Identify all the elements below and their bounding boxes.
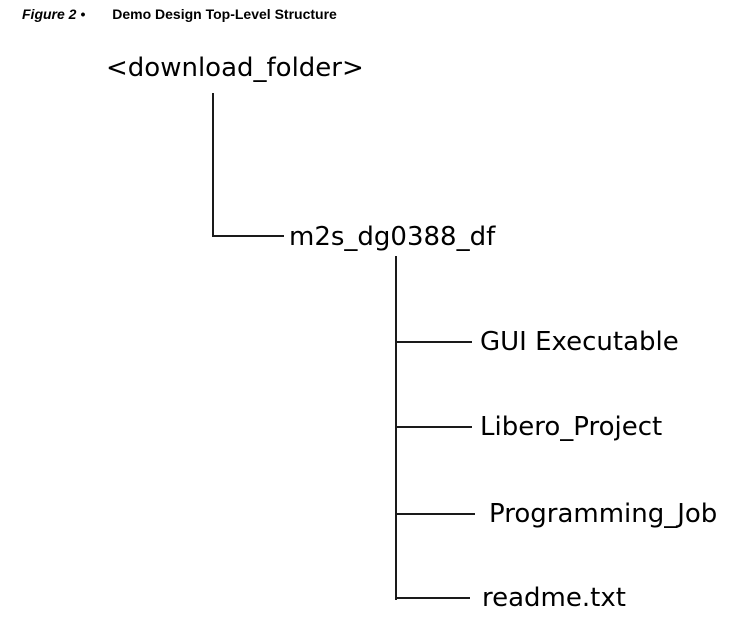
- tree-leaf-libero-project: Libero_Project: [480, 412, 663, 442]
- connector-leaf-3-line: [395, 513, 475, 515]
- connector-leaf-4-line: [395, 597, 470, 599]
- connector-child-vertical-line: [395, 256, 397, 600]
- figure-title: Demo Design Top-Level Structure: [112, 6, 337, 22]
- figure-caption: Figure 2 • Demo Design Top-Level Structur…: [22, 6, 337, 22]
- tree-leaf-programming-job: Programming_Job: [489, 499, 718, 529]
- connector-root-to-child-line: [212, 235, 284, 237]
- tree-node-download-folder: <download_folder>: [106, 53, 364, 83]
- connector-leaf-1-line: [395, 341, 472, 343]
- connector-leaf-2-line: [395, 426, 472, 428]
- connector-root-vertical-line: [212, 93, 214, 237]
- figure-number-label: Figure 2 •: [22, 6, 86, 22]
- tree-node-m2s-folder: m2s_dg0388_df: [289, 222, 496, 252]
- tree-leaf-readme: readme.txt: [482, 583, 626, 613]
- tree-leaf-gui-executable: GUI Executable: [480, 327, 679, 357]
